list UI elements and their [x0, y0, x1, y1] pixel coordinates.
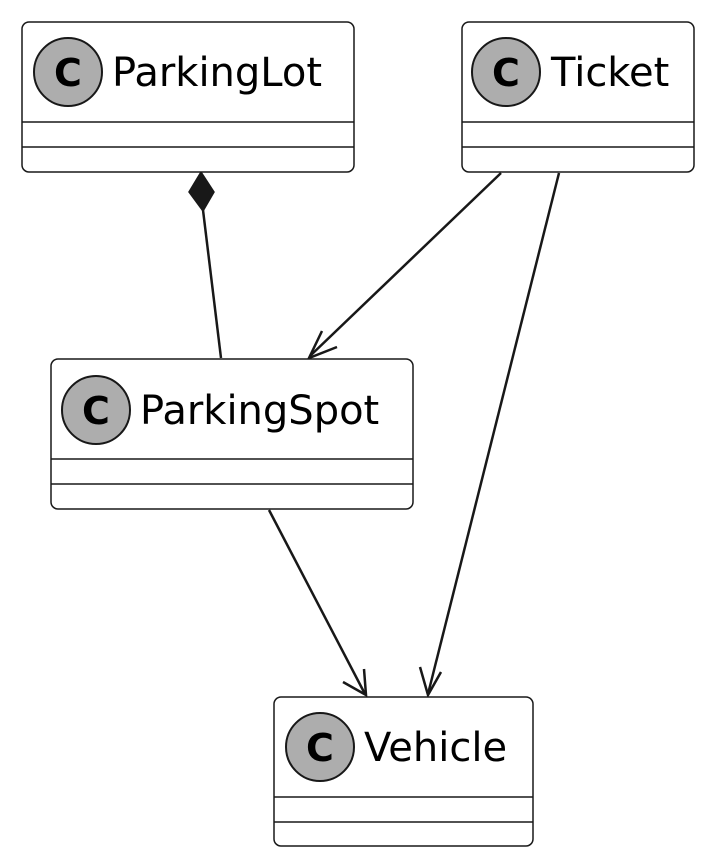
- class-name: ParkingSpot: [140, 388, 379, 434]
- class-name: Ticket: [550, 50, 669, 96]
- class-parkingspot[interactable]: C ParkingSpot: [50, 358, 414, 510]
- class-parkinglot[interactable]: C ParkingLot: [21, 21, 355, 173]
- class-stereotype-icon: C: [61, 375, 131, 445]
- class-stereotype-letter: C: [492, 51, 520, 95]
- class-stereotype-letter: C: [306, 726, 334, 770]
- class-stereotype-letter: C: [82, 389, 110, 433]
- class-name: Vehicle: [364, 725, 507, 771]
- class-stereotype-letter: C: [54, 51, 82, 95]
- class-stereotype-icon: C: [471, 37, 541, 107]
- relation-ticket-parkingspot: [306, 172, 502, 361]
- relations: [188, 170, 561, 699]
- class-stereotype-icon: C: [33, 37, 103, 107]
- class-ticket[interactable]: C Ticket: [461, 21, 695, 173]
- relation-ticket-vehicle: [418, 172, 561, 699]
- class-vehicle[interactable]: C Vehicle: [273, 696, 534, 847]
- relation-parkingspot-vehicle: [267, 509, 368, 698]
- arrowhead-icon: [342, 668, 368, 698]
- arrowhead-icon: [418, 666, 443, 699]
- composition-diamond-icon: [188, 170, 215, 213]
- relation-parkinglot-parkingspot: [188, 170, 223, 359]
- class-name: ParkingLot: [112, 50, 322, 96]
- arrowhead-icon: [306, 330, 338, 361]
- class-stereotype-icon: C: [285, 712, 355, 782]
